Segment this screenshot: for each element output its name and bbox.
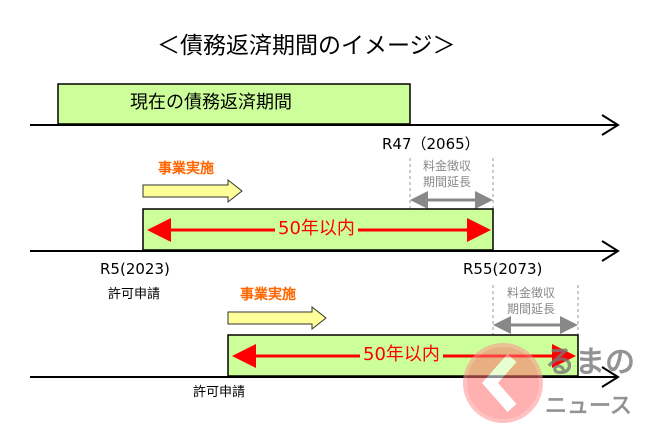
page-title: ＜債務返済期間のイメージ＞	[157, 33, 456, 59]
within-label-2: 50年以内	[360, 346, 443, 364]
extension-label-2a: 料金徴収	[507, 286, 556, 300]
r55-label: R55(2073)	[463, 260, 543, 278]
permit-label-2: 許可申請	[193, 385, 246, 400]
project-arrow-2	[227, 305, 327, 331]
project-arrow-1	[142, 178, 243, 204]
extension-label-2b: 期間延長	[507, 302, 556, 316]
extension-label-1a: 料金徴収	[423, 159, 472, 173]
timeline-axis-2	[30, 240, 620, 262]
logo-icon	[463, 343, 543, 423]
current-period-label: 現在の債務返済期間	[130, 92, 292, 113]
logo-text-1: るまの	[545, 345, 635, 380]
project-label-1: 事業実施	[158, 161, 214, 177]
project-label-2: 事業実施	[240, 287, 296, 303]
r5-label: R5(2023)	[100, 260, 170, 278]
logo-text-2: ニュース	[545, 394, 632, 419]
extension-marker-2	[492, 285, 579, 335]
extension-label-1b: 期間延長	[423, 175, 472, 189]
r47-label: R47（2065）	[382, 135, 480, 153]
timeline-axis-1	[30, 114, 620, 136]
current-period-box	[57, 83, 411, 125]
within-label-1: 50年以内	[275, 220, 358, 238]
permit-label-1: 許可申請	[108, 287, 161, 302]
